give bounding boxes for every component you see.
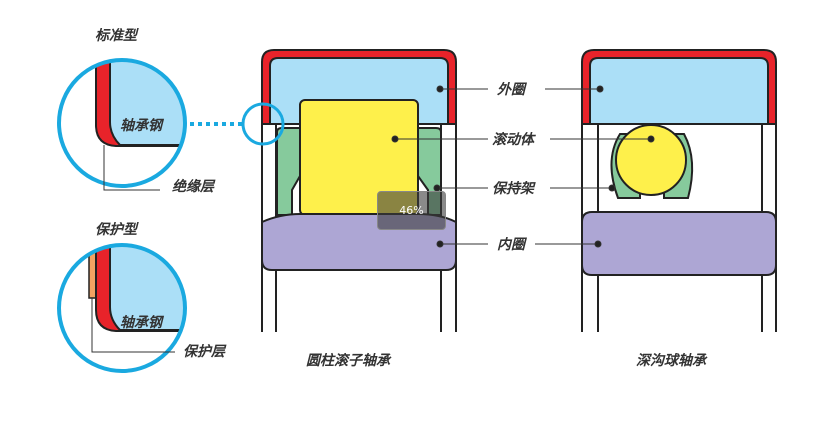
bearing-steel-label-2: 轴承钢 xyxy=(120,314,165,331)
standard-type-detail: 标准型 轴承钢 绝缘层 xyxy=(57,27,243,195)
standard-type-title: 标准型 xyxy=(95,27,139,44)
deep-groove-caption: 深沟球轴承 xyxy=(636,352,708,369)
insulation-layer-label: 绝缘层 xyxy=(172,178,216,195)
protective-type-title: 保护型 xyxy=(95,221,139,238)
protective-layer-label: 保护层 xyxy=(183,343,227,360)
bearing-steel-label: 轴承钢 xyxy=(120,117,165,134)
rolling-element-label: 滚动体 xyxy=(492,131,536,148)
inner-ring-label: 内圈 xyxy=(497,236,528,253)
cage-label: 保持架 xyxy=(492,180,536,197)
progress-tooltip: 46% xyxy=(377,191,446,230)
protective-type-detail: 保护型 轴承钢 保护层 xyxy=(57,221,227,373)
outer-ring-label: 外圈 xyxy=(496,81,528,98)
magnify-indicator xyxy=(241,102,285,146)
cylindrical-caption: 圆柱滚子轴承 xyxy=(306,352,392,369)
deep-groove-ball-bearing xyxy=(581,49,777,332)
leader-lines xyxy=(391,85,655,248)
